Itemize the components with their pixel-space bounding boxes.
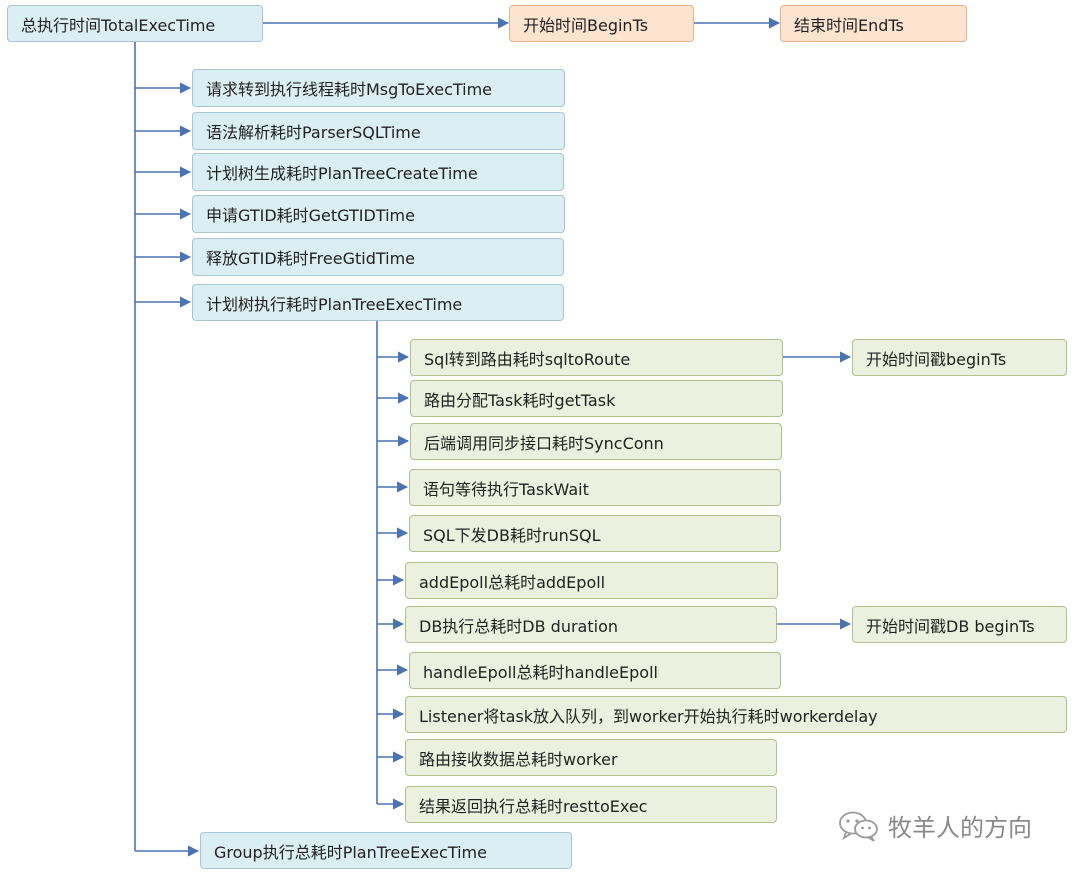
node-total-exec-time: 总执行时间TotalExecTime [7, 5, 263, 42]
wechat-icon [839, 811, 878, 842]
node-db-begin-ts: 开始时间戳DB beginTs [852, 606, 1067, 643]
node-group-exec-time: Group执行总耗时PlanTreeExecTime [200, 832, 572, 869]
node-rest-to-exec: 结果返回执行总耗时resttoExec [405, 786, 777, 823]
node-run-sql: SQL下发DB耗时runSQL [409, 515, 781, 552]
node-end-ts: 结束时间EndTs [780, 5, 967, 42]
node-begin-ts-stamp: 开始时间戳beginTs [852, 339, 1067, 376]
node-free-gtid-time: 释放GTID耗时FreeGtidTime [192, 238, 564, 276]
node-worker: 路由接收数据总耗时worker [405, 739, 777, 776]
node-worker-delay: Listener将task放入队列，到worker开始执行耗时workerdel… [405, 696, 1067, 733]
node-sync-conn: 后端调用同步接口耗时SyncConn [410, 423, 782, 460]
node-add-epoll: addEpoll总耗时addEpoll [405, 562, 778, 599]
node-msg-to-exec-time: 请求转到执行线程耗时MsgToExecTime [192, 69, 565, 107]
node-plan-tree-exec-time: 计划树执行耗时PlanTreeExecTime [192, 284, 564, 321]
node-db-duration: DB执行总耗时DB duration [405, 606, 777, 643]
watermark-text: 牧羊人的方向 [888, 814, 1032, 842]
node-task-wait: 语句等待执行TaskWait [409, 469, 781, 506]
node-begin-ts: 开始时间BeginTs [509, 5, 694, 42]
node-sql-to-route: Sql转到路由耗时sqltoRoute [410, 339, 783, 376]
watermark: 牧羊人的方向 [838, 808, 1032, 843]
node-handle-epoll: handleEpoll总耗时handleEpoll [409, 652, 781, 689]
node-get-gtid-time: 申请GTID耗时GetGTIDTime [192, 195, 565, 233]
node-get-task: 路由分配Task耗时getTask [410, 380, 783, 417]
node-parser-sql-time: 语法解析耗时ParserSQLTime [192, 112, 565, 150]
node-plan-tree-create-time: 计划树生成耗时PlanTreeCreateTime [192, 153, 564, 191]
